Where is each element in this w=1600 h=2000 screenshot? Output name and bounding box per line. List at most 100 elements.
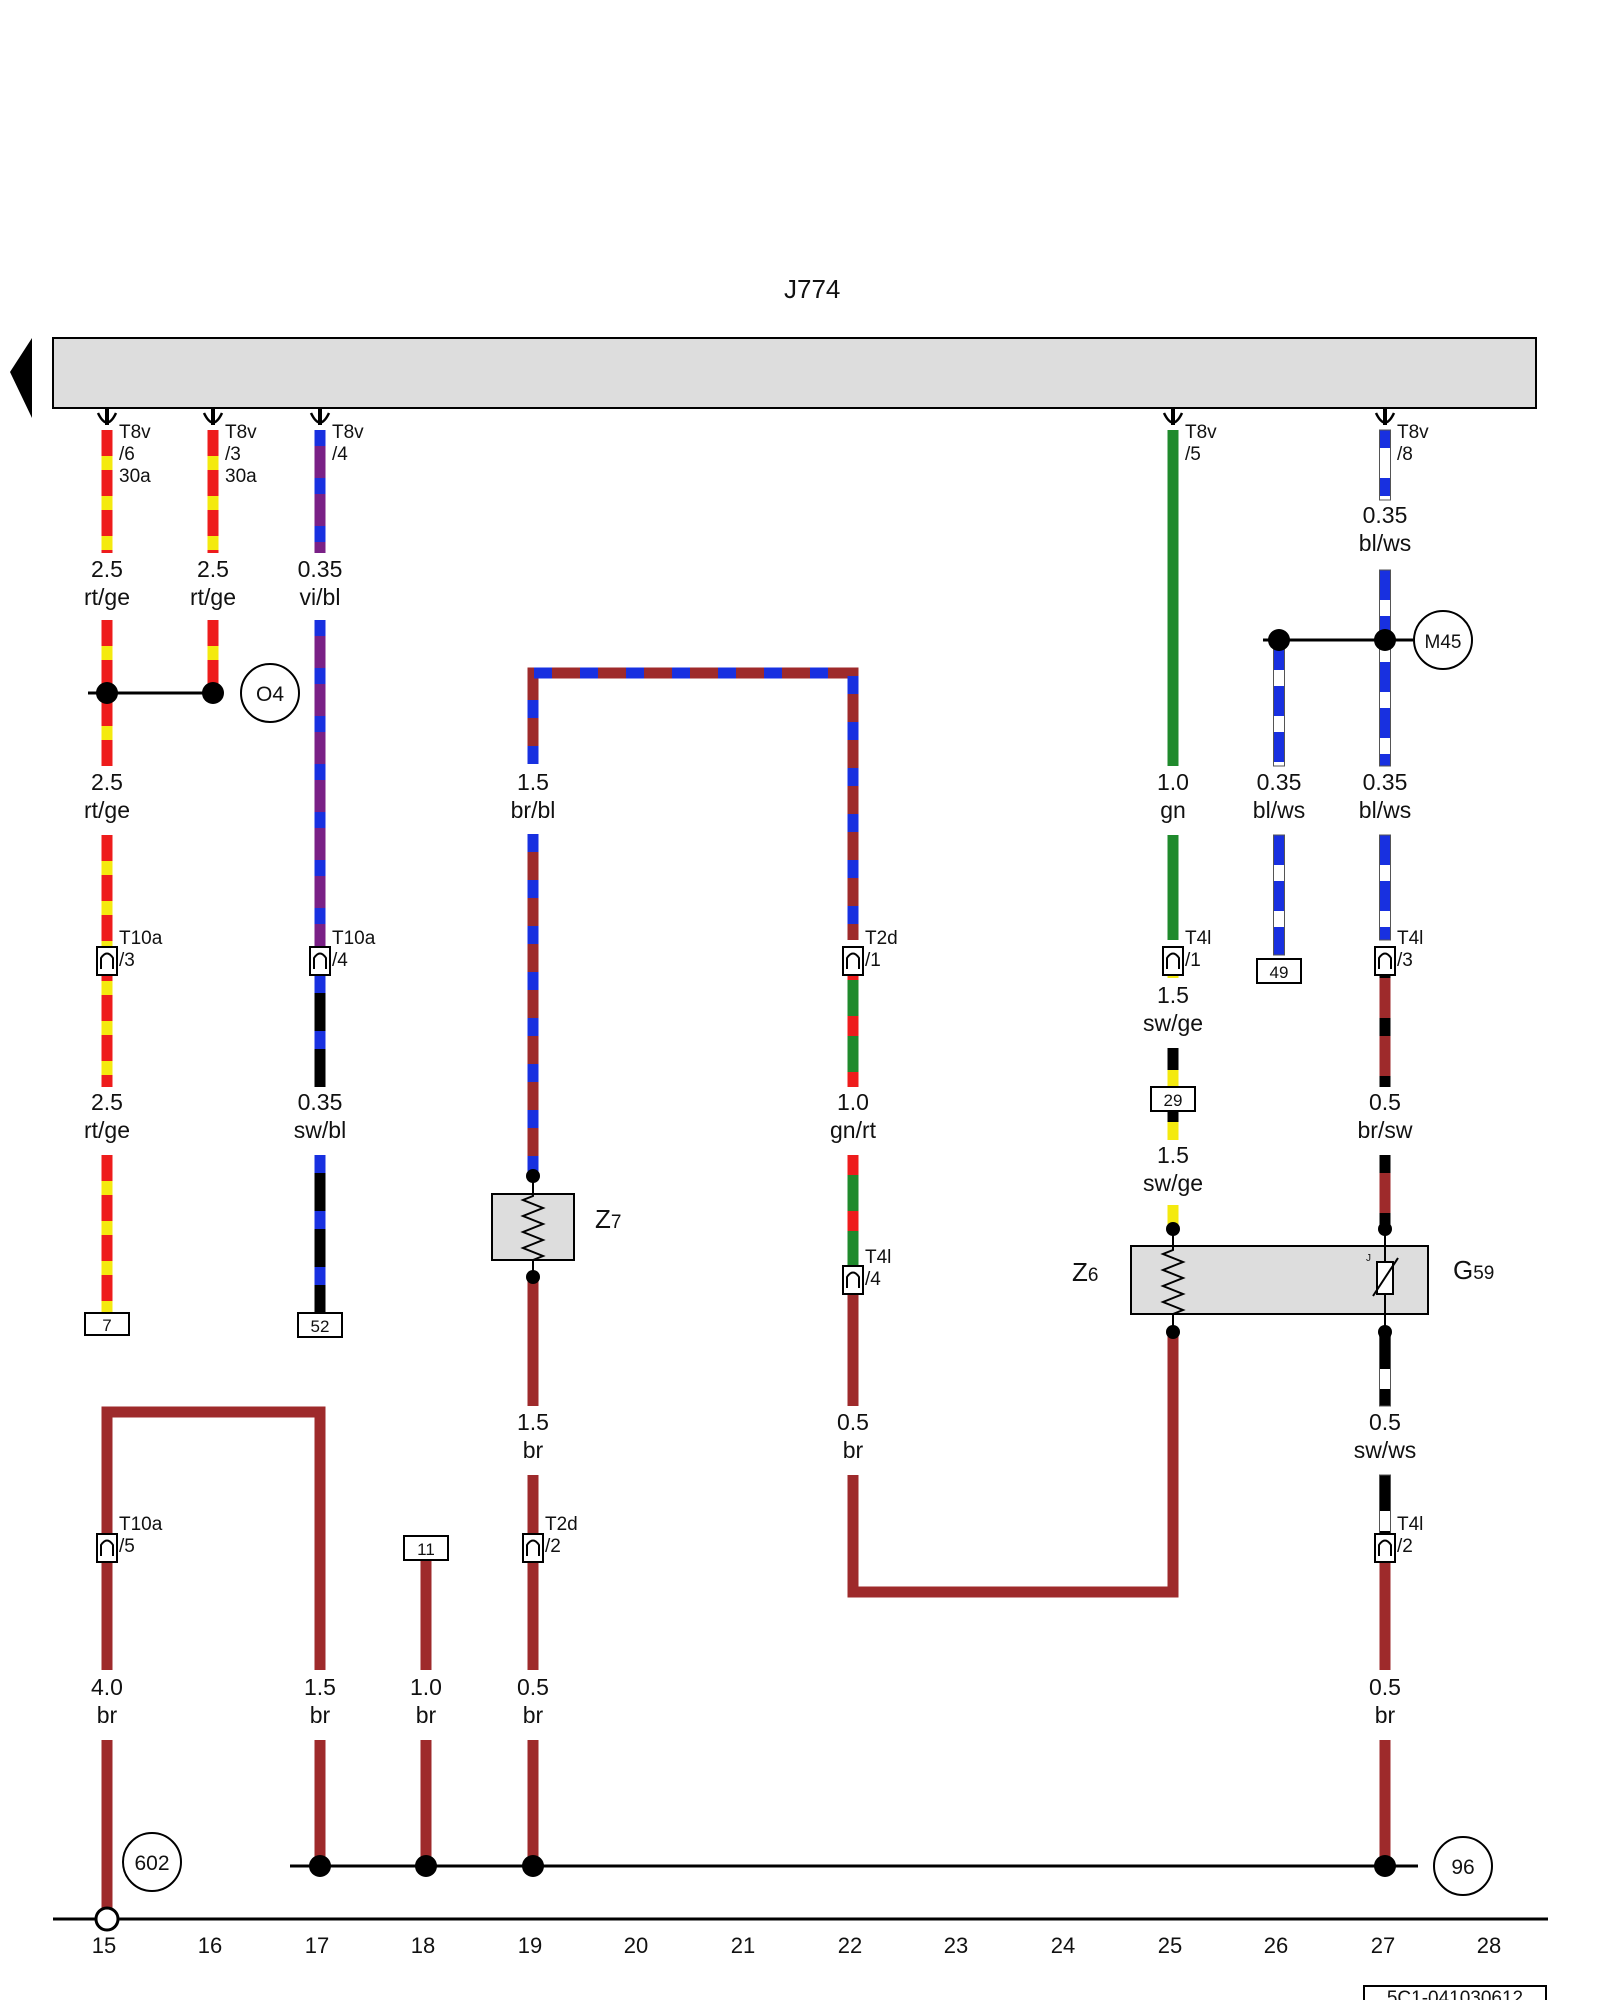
unit-pin-col25: T8v /5 <box>1162 408 1222 465</box>
connector-pins: T10a/3 T10a/4 T2d/1 T4l/1 T4l/3 T4l/4 <box>96 928 1423 1563</box>
column-number: 18 <box>411 1933 435 1958</box>
svg-text:49: 49 <box>1270 963 1289 982</box>
column-number: 25 <box>1158 1933 1182 1958</box>
connection-refs: O4 M45 602 96 <box>122 610 1493 1896</box>
unit-pin-label: T8v /8 <box>1397 422 1434 465</box>
terminal-box-52: 52 <box>297 1312 343 1338</box>
svg-text:29: 29 <box>1164 1091 1183 1110</box>
z7-label: Z7 <box>595 1204 621 1234</box>
unit-pin-col16: T8v /3 30a <box>202 408 262 487</box>
svg-text:T4l/1: T4l/1 <box>1185 928 1211 971</box>
svg-text:T2d/1: T2d/1 <box>865 928 898 971</box>
ref-602: 602 <box>122 1832 182 1892</box>
column-number: 21 <box>731 1933 755 1958</box>
svg-text:T10a/5: T10a/5 <box>119 1514 163 1557</box>
connector-pin-t4l-4: T4l/4 <box>842 1247 891 1295</box>
control-unit-j774: J774 <box>10 274 1537 418</box>
column-number: 27 <box>1371 1933 1395 1958</box>
unit-pin-col27: T8v /8 <box>1374 408 1434 465</box>
z6-label: Z6 <box>1072 1257 1098 1287</box>
ref-o4: O4 <box>240 663 300 723</box>
svg-text:T4l/3: T4l/3 <box>1397 928 1423 971</box>
heater-element-icon <box>1160 1229 1186 1332</box>
column-number: 19 <box>518 1933 542 1958</box>
left-arrow-icon <box>10 338 32 418</box>
column-number: 26 <box>1264 1933 1288 1958</box>
connector-pin-t2d-1: T2d/1 <box>842 928 898 976</box>
column-number: 17 <box>305 1933 329 1958</box>
component-z7: Z7 <box>491 1176 621 1277</box>
unit-pin-label: T8v /3 30a <box>225 422 262 487</box>
connector-pin-t10a-3: T10a/3 <box>96 928 163 976</box>
svg-text:7: 7 <box>102 1316 111 1335</box>
ref-96: 96 <box>1433 1836 1493 1896</box>
terminal-box-7: 7 <box>84 1312 130 1336</box>
unit-pin-label: T8v /4 <box>332 422 369 465</box>
connector-pin-t4l-2: T4l/2 <box>1374 1514 1423 1563</box>
unit-pin-col17: T8v /4 <box>309 408 369 465</box>
svg-text:M45: M45 <box>1425 632 1462 653</box>
column-number: 22 <box>838 1933 862 1958</box>
svg-text:T10a/3: T10a/3 <box>119 928 163 971</box>
connector-pin-t4l-1: T4l/1 <box>1162 928 1211 976</box>
connector-pin-t10a-5: T10a/5 <box>96 1514 163 1563</box>
document-id: 5C1-041030612 <box>1363 1985 1547 2000</box>
wires-brown <box>101 1265 1391 1919</box>
connector-pin-t4l-3: T4l/3 <box>1374 928 1423 976</box>
svg-text:T10a/4: T10a/4 <box>332 928 376 971</box>
svg-text:T4l/2: T4l/2 <box>1397 1514 1423 1557</box>
wire-col27-blws <box>1379 429 1391 941</box>
column-number: 23 <box>944 1933 968 1958</box>
unit-pin-label: T8v /5 <box>1185 422 1222 465</box>
svg-text:602: 602 <box>134 1852 169 1875</box>
control-unit-label: J774 <box>784 274 840 304</box>
heater-element-icon <box>520 1176 546 1277</box>
svg-text:O4: O4 <box>256 683 284 706</box>
switch-mark: J <box>1366 1253 1371 1264</box>
unit-pins: T8v /6 30a T8v /3 30a T8v /4 <box>96 408 1434 487</box>
control-unit-body <box>52 337 1537 409</box>
column-number: 15 <box>92 1933 116 1958</box>
svg-text:96: 96 <box>1451 1856 1474 1879</box>
component-z6-g59: J Z6 G59 <box>1072 1229 1494 1332</box>
column-number: 16 <box>198 1933 222 1958</box>
unit-pin-label: T8v /6 30a <box>119 422 156 487</box>
column-number: 20 <box>624 1933 648 1958</box>
ground-terminal-icon <box>94 1906 120 1932</box>
svg-text:T2d/2: T2d/2 <box>545 1514 578 1557</box>
column-number: 24 <box>1051 1933 1075 1958</box>
terminal-box-49: 49 <box>1256 958 1302 984</box>
column-numbers: 15 16 17 18 19 20 21 22 23 24 25 26 27 2… <box>92 1933 1501 1958</box>
column-number: 28 <box>1477 1933 1501 1958</box>
wire-col26-blws <box>1273 639 1285 956</box>
unit-pin-col15: T8v /6 30a <box>96 408 156 487</box>
ref-m45: M45 <box>1413 610 1473 670</box>
svg-text:5C1-041030612: 5C1-041030612 <box>1387 1988 1523 2000</box>
terminal-box-29: 29 <box>1150 1086 1196 1112</box>
